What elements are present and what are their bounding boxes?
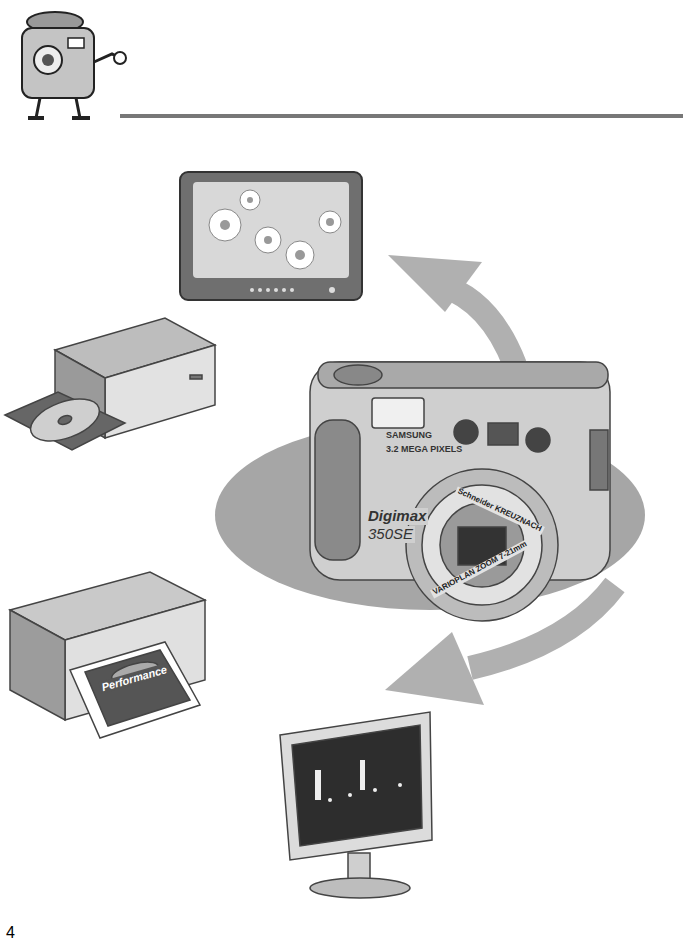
- camera: [310, 362, 610, 621]
- model-name: Digimax: [366, 508, 428, 525]
- brand-name: SAMSUNG: [384, 431, 434, 441]
- header-rule: [120, 114, 683, 118]
- cd-drive: [5, 318, 215, 450]
- mascot: [22, 12, 126, 118]
- tv: [180, 172, 362, 300]
- monitor: [280, 712, 432, 898]
- printer: [10, 572, 205, 738]
- model-number: 350SE: [366, 526, 415, 543]
- page-number: 4: [4, 924, 17, 942]
- resolution-label: 3.2 MEGA PIXELS: [384, 445, 464, 455]
